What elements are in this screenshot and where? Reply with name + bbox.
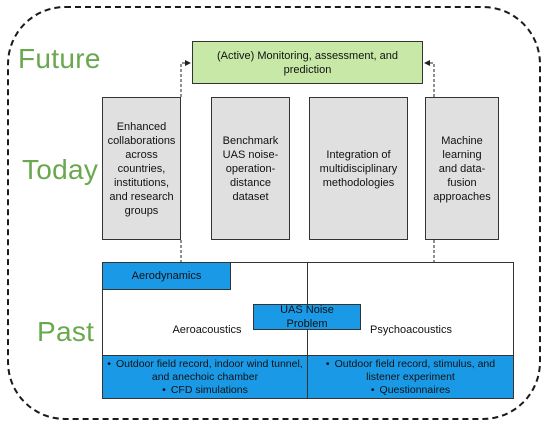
today-box-integration-text: Integration of multidisciplinary methodo… xyxy=(319,148,398,189)
list-item: Outdoor field record, stimulus, and list… xyxy=(312,358,509,384)
aeroacoustics-methods-list: Outdoor field record, indoor wind tunnel… xyxy=(102,355,308,399)
aerodynamics-text: Aerodynamics xyxy=(131,270,202,282)
future-monitoring-text: (Active) Monitoring, assessment, and pre… xyxy=(217,49,398,76)
outer-dashed-frame xyxy=(7,6,541,420)
list-item: CFD simulations xyxy=(107,384,303,397)
today-box-machine-learning-text: Machine learning and data-fusion approac… xyxy=(433,134,491,203)
past-divider xyxy=(307,262,308,399)
uas-noise-problem-box: UAS Noise Problem xyxy=(253,304,361,330)
aerodynamics-box: Aerodynamics xyxy=(102,262,231,290)
era-label-today: Today xyxy=(22,154,99,185)
today-box-collaborations: Enhanced collaborations across countries… xyxy=(102,97,181,240)
psychoacoustics-label: Psychoacoustics xyxy=(370,324,452,336)
era-label-past: Past xyxy=(37,316,95,347)
uas-noise-problem-text: UAS Noise Problem xyxy=(280,304,334,330)
today-box-benchmark: Benchmark UAS noise-operation-distance d… xyxy=(211,97,290,240)
era-label-future: Future xyxy=(18,43,101,74)
list-item: Questionnaires xyxy=(312,384,509,397)
list-item: Outdoor field record, indoor wind tunnel… xyxy=(107,358,303,384)
today-box-integration: Integration of multidisciplinary methodo… xyxy=(309,97,408,240)
psychoacoustics-methods-list: Outdoor field record, stimulus, and list… xyxy=(307,355,514,399)
connector-right-to-future xyxy=(424,60,435,97)
today-box-benchmark-text: Benchmark UAS noise-operation-distance d… xyxy=(222,134,279,203)
aeroacoustics-label: Aeroacoustics xyxy=(172,324,242,336)
today-box-collaborations-text: Enhanced collaborations across countries… xyxy=(107,120,176,217)
connector-left-to-future xyxy=(180,60,191,97)
future-monitoring-box: (Active) Monitoring, assessment, and pre… xyxy=(192,41,423,84)
today-box-machine-learning: Machine learning and data-fusion approac… xyxy=(425,97,499,240)
